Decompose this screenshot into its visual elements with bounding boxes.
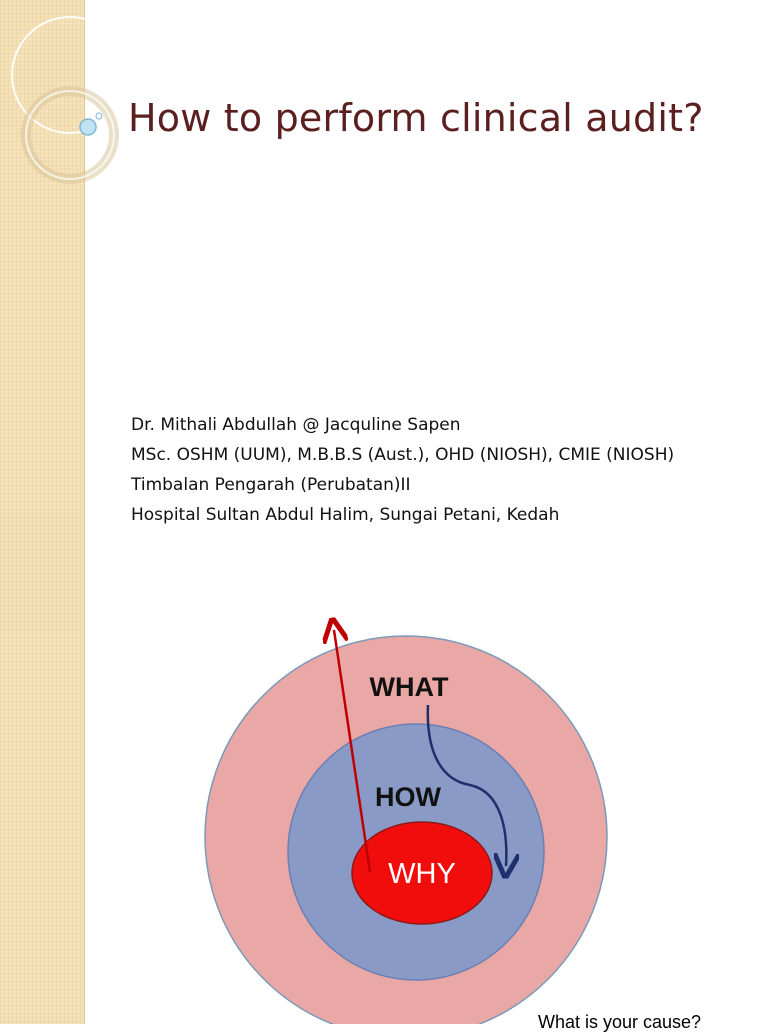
caption-question: What is your cause?	[538, 1012, 702, 1032]
how-label: HOW	[375, 782, 442, 812]
decorative-circles	[11, 16, 129, 184]
bullet-dot-icon	[79, 118, 97, 136]
outward-arrow	[334, 630, 372, 873]
inward-arrow	[426, 704, 507, 866]
golden-circle-diagram: WHAT HOW WHY	[204, 610, 608, 1024]
why-circle	[351, 821, 493, 925]
author-institution: Hospital Sultan Abdul Halim, Sungai Peta…	[131, 505, 560, 525]
what-label: WHAT	[370, 672, 449, 702]
author-name: Dr. Mithali Abdullah @ Jacquline Sapen	[131, 415, 461, 435]
slide-title: How to perform clinical audit?	[128, 96, 704, 140]
author-qualifications: MSc. OSHM (UUM), M.B.B.S (Aust.), OHD (N…	[131, 445, 675, 465]
author-info: Dr. Mithali Abdullah @ Jacquline Sapen M…	[131, 410, 674, 530]
why-label: WHY	[388, 858, 456, 890]
author-position: Timbalan Pengarah (Perubatan)II	[131, 475, 411, 495]
